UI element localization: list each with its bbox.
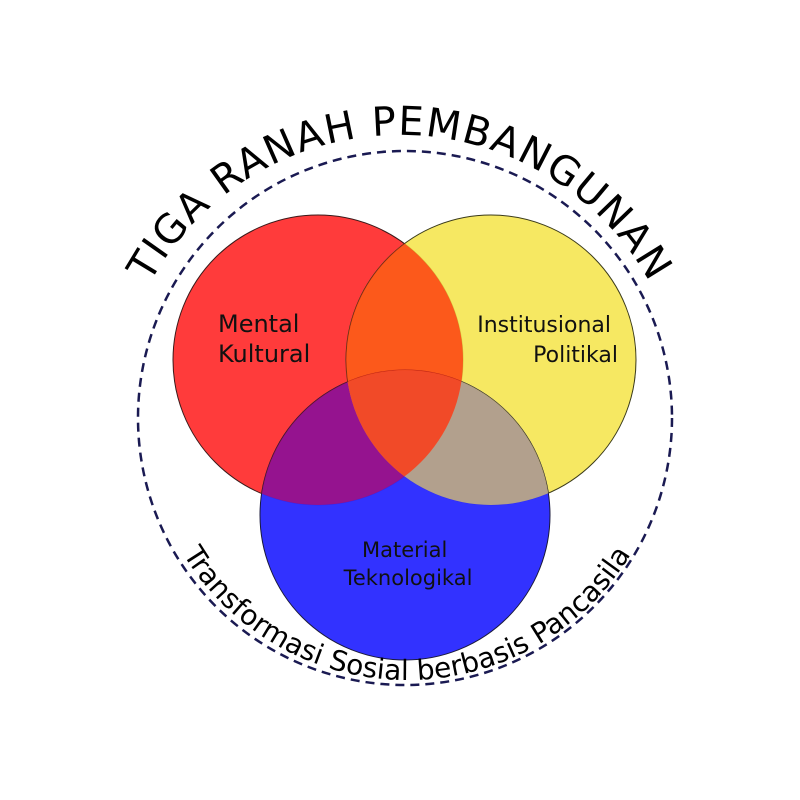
mental-kultural-label: Mental Kultural (218, 310, 310, 368)
material-teknologikal-label: Material Teknologikal (343, 538, 473, 590)
center-overlap (346, 215, 463, 505)
outer-dashed-circle (136, 149, 674, 687)
institusional-politikal-label: Institusional Politikal (477, 313, 618, 368)
